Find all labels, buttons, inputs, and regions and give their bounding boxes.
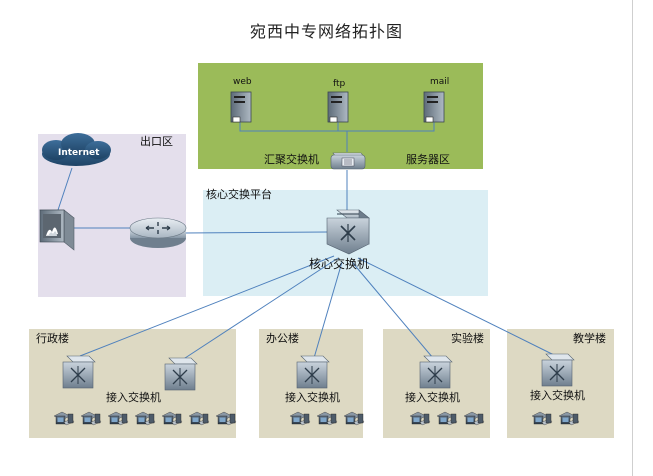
link-core-lab <box>351 261 434 359</box>
diagram-title: 宛西中专网络拓扑图 <box>249 22 403 41</box>
firewall-icon <box>39 209 75 251</box>
server-icon-ftp <box>327 91 349 123</box>
core-switch-label: 核心交换机 <box>309 257 370 271</box>
pc-icon <box>161 411 183 426</box>
link-cloud-firewall <box>57 167 73 211</box>
access-switch-icon-admin-1 <box>62 355 96 389</box>
building-label-admin: 行政楼 <box>36 332 69 345</box>
building-label-lab: 实验楼 <box>451 332 484 345</box>
core-zone-label: 核心交换平台 <box>206 188 272 201</box>
pc-icon <box>188 411 210 426</box>
pc-icon <box>436 411 458 426</box>
server-icon-web <box>230 91 252 123</box>
access-switch-icon-lab <box>419 355 453 389</box>
aggregation-switch-icon <box>330 152 366 170</box>
link-core-admin2 <box>181 257 339 361</box>
pc-icon <box>289 411 311 426</box>
pc-icon <box>343 411 365 426</box>
pc-icon <box>134 411 156 426</box>
page-edge-line <box>632 0 633 476</box>
access-switch-label-office: 接入交换机 <box>285 391 340 404</box>
links <box>57 120 557 361</box>
internet-label: Internet <box>58 148 100 158</box>
access-switch-label-lab: 接入交换机 <box>405 391 460 404</box>
access-switch-icon-teaching <box>541 353 575 387</box>
internet-cloud-icon <box>42 133 111 166</box>
pc-icon <box>80 411 102 426</box>
router-icon <box>129 217 187 248</box>
link-router-core <box>183 231 329 234</box>
server-label-web: web <box>233 77 252 87</box>
exit-zone-label: 出口区 <box>140 135 173 148</box>
core-switch-icon <box>326 209 370 255</box>
pc-icon <box>463 411 485 426</box>
pc-icon <box>53 411 75 426</box>
building-label-office: 办公楼 <box>266 332 299 345</box>
pc-icon <box>215 411 237 426</box>
server-zone-label: 服务器区 <box>406 153 450 166</box>
server-label-ftp: ftp <box>333 79 346 89</box>
link-core-office <box>313 261 343 359</box>
link-core-teaching <box>357 257 557 357</box>
server-label-mail: mail <box>430 77 450 87</box>
access-switch-label-admin: 接入交换机 <box>106 391 161 404</box>
access-switch-label-teaching: 接入交换机 <box>530 389 585 402</box>
access-switch-icon-admin-2 <box>164 357 198 391</box>
pc-icon <box>531 411 553 426</box>
access-switch-icon-office <box>296 355 330 389</box>
pc-icon <box>316 411 338 426</box>
pc-icon <box>409 411 431 426</box>
link-core-admin1 <box>79 255 335 357</box>
pc-icon <box>558 411 580 426</box>
link-servers-bus <box>239 120 435 132</box>
building-label-teaching: 教学楼 <box>573 332 606 345</box>
pc-group <box>53 411 580 426</box>
pc-icon <box>107 411 129 426</box>
aggregation-switch-label: 汇聚交换机 <box>264 153 319 166</box>
server-icon-mail <box>423 91 445 123</box>
